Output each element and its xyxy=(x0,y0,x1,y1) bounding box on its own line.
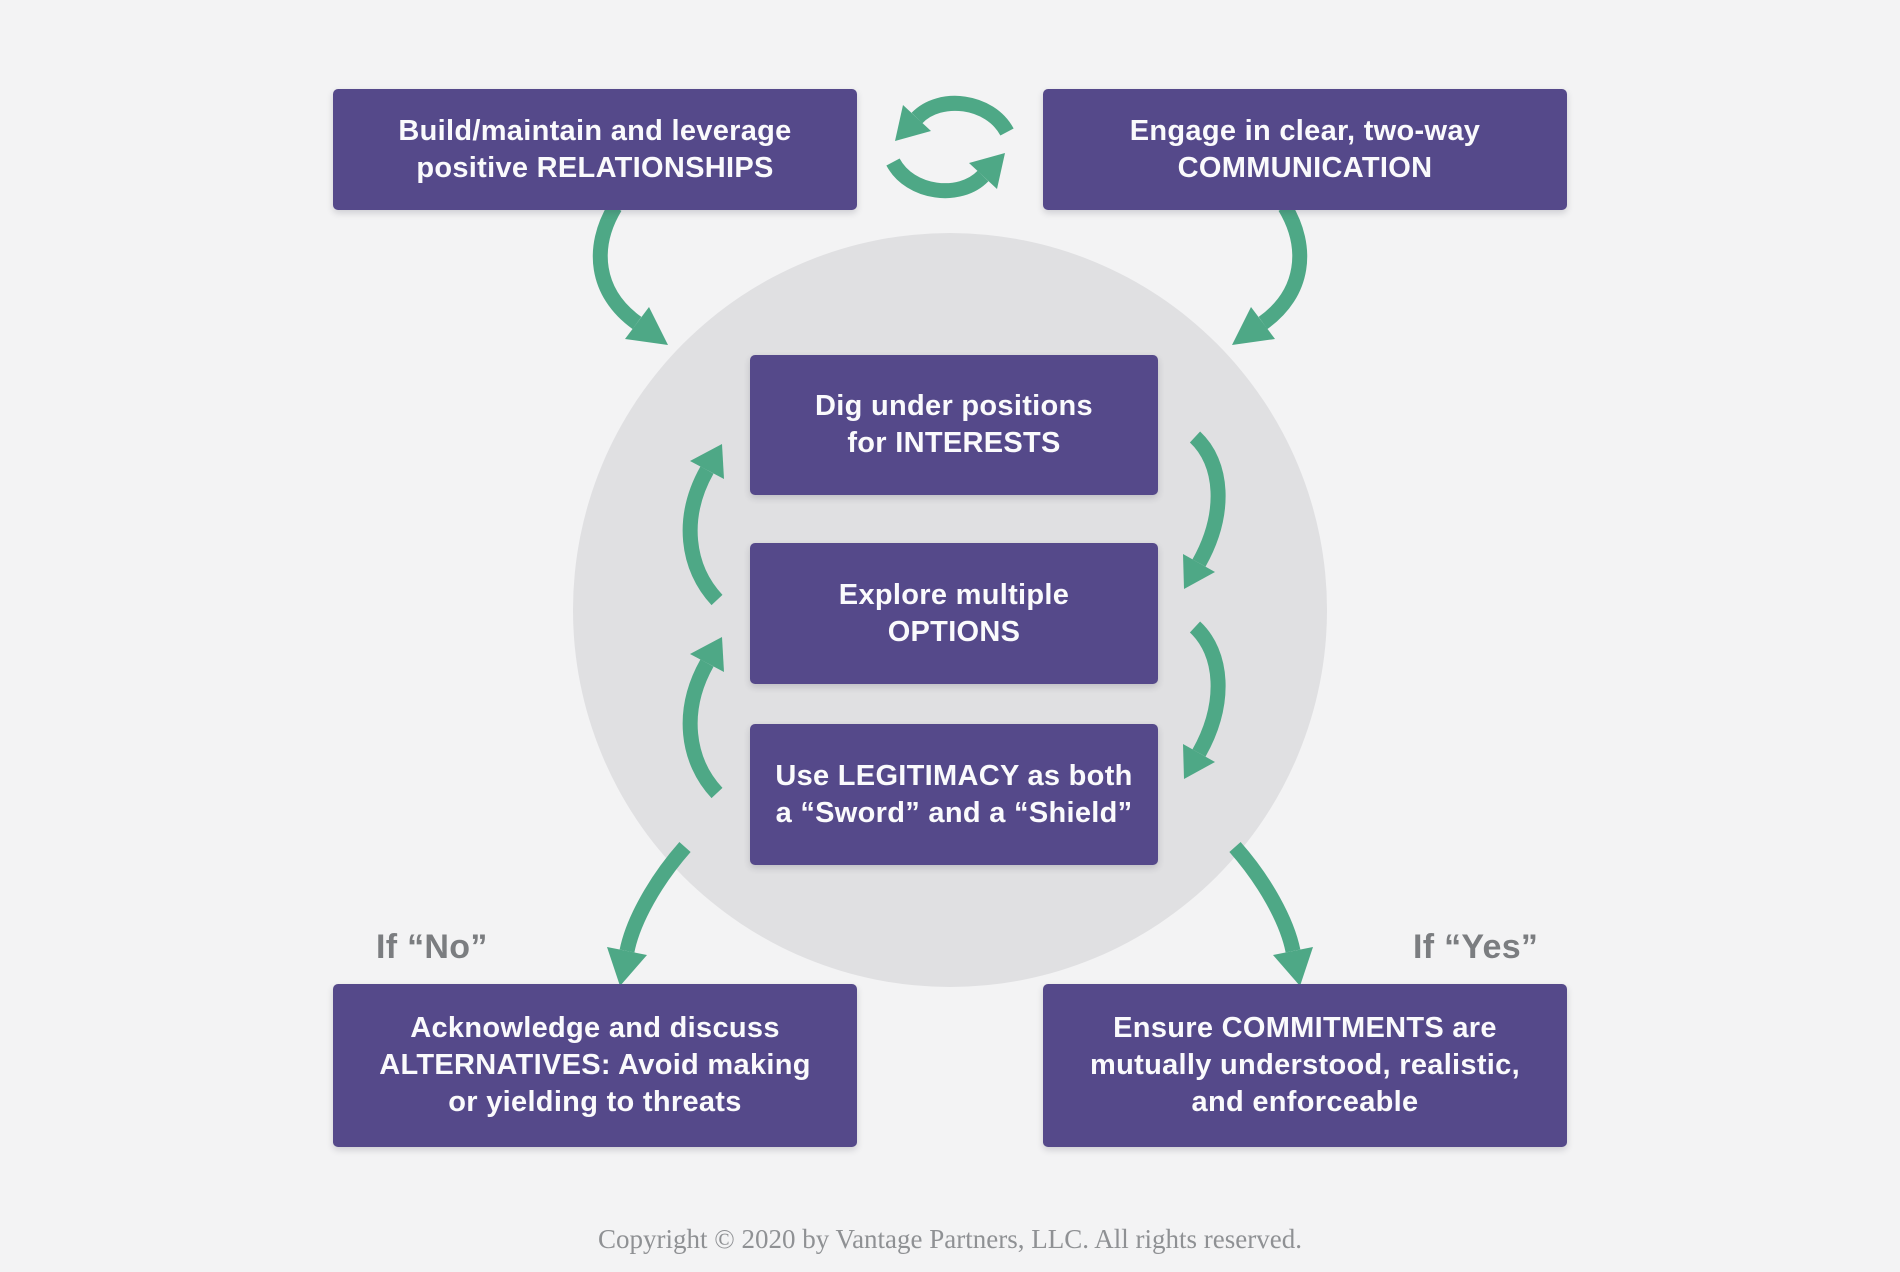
arrow-circle-to-commitments-icon xyxy=(1229,842,1313,986)
legitimacy-box: Use LEGITIMACY as both a “Sword” and a “… xyxy=(750,724,1158,865)
arrow-legitimacy-to-options-icon xyxy=(682,637,724,799)
options-box-line2: OPTIONS xyxy=(887,615,1021,648)
interests-box: Dig under positions for INTERESTS xyxy=(750,355,1158,495)
arrow-options-to-interests-icon xyxy=(682,444,724,606)
arrow-relationships-to-circle-icon xyxy=(592,203,668,345)
options-box: Explore multiple OPTIONS xyxy=(750,543,1158,684)
relationships-box: Build/maintain and leverage positive REL… xyxy=(333,89,857,210)
arrow-communication-to-circle-icon xyxy=(1232,203,1308,345)
commitments-box-line1: Ensure COMMITMENTS are xyxy=(1113,1012,1497,1044)
communication-box-line2: COMMUNICATION xyxy=(1177,151,1433,184)
alternatives-box-line3: or yielding to threats xyxy=(448,1086,742,1118)
two-way-cycle-arrows-icon xyxy=(886,95,1014,199)
commitments-box-line3: and enforceable xyxy=(1191,1086,1419,1118)
copyright-notice: Copyright © 2020 by Vantage Partners, LL… xyxy=(598,1224,1302,1254)
alternatives-box-line2: ALTERNATIVES: Avoid making xyxy=(379,1049,811,1081)
options-box-line1: Explore multiple xyxy=(838,578,1070,611)
arrow-interests-to-options-icon xyxy=(1183,431,1226,589)
alternatives-box-line1: Acknowledge and discuss xyxy=(410,1012,780,1044)
interests-box-line2: for INTERESTS xyxy=(847,427,1061,459)
if-no-label: If “No” xyxy=(376,928,488,966)
communication-box: Engage in clear, two-way COMMUNICATION xyxy=(1043,89,1567,210)
arrow-options-to-legitimacy-icon xyxy=(1183,621,1226,779)
interests-box-line1: Dig under positions xyxy=(815,390,1093,422)
commitments-box-line2: mutually understood, realistic, xyxy=(1090,1049,1520,1081)
if-yes-label: If “Yes” xyxy=(1413,928,1539,966)
arrow-circle-to-alternatives-icon xyxy=(607,842,691,986)
legitimacy-box-line2: a “Sword” and a “Shield” xyxy=(775,796,1133,829)
communication-box-line1: Engage in clear, two-way xyxy=(1129,114,1481,147)
alternatives-box: Acknowledge and discuss ALTERNATIVES: Av… xyxy=(333,984,857,1147)
relationships-box-line2: positive RELATIONSHIPS xyxy=(416,151,774,184)
legitimacy-box-line1: Use LEGITIMACY as both xyxy=(775,759,1133,792)
relationships-box-line1: Build/maintain and leverage xyxy=(398,114,792,147)
commitments-box: Ensure COMMITMENTS are mutually understo… xyxy=(1043,984,1567,1147)
